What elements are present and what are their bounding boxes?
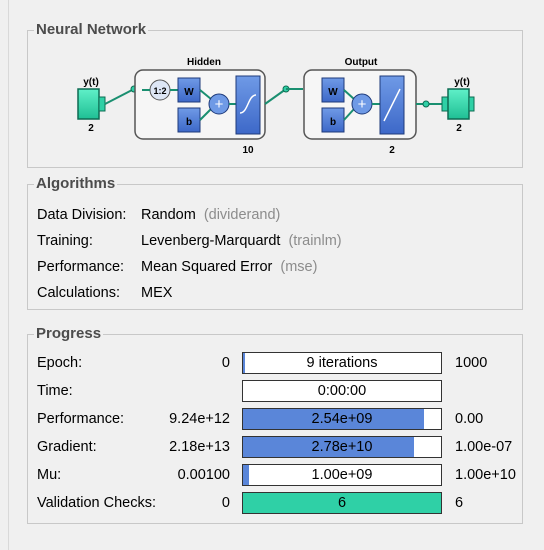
progress-value: 2.78e+10	[311, 439, 373, 455]
progress-label: Mu:	[37, 467, 62, 483]
algo-value: Mean Squared Error(mse)	[141, 259, 318, 275]
progress-row-performance: Performance: 9.24e+12 2.54e+09 0.00	[28, 408, 522, 432]
progress-max: 0.00	[455, 411, 484, 427]
hidden-tansig-icon	[235, 75, 261, 135]
neural-network-panel: Neural Network y(t) 2 Hidden 1:2 W	[27, 21, 523, 168]
progress-panel: Progress Epoch: 0 9 iterations 1000 Time…	[27, 325, 523, 524]
progress-value: 0:00:00	[317, 383, 367, 399]
algorithms-panel: Algorithms Data Division: Random(divider…	[27, 175, 523, 310]
network-diagram: y(t) 2 Hidden 1:2 W b + 10	[77, 57, 475, 156]
algo-value: Random(dividerand)	[141, 207, 281, 223]
output-node	[441, 88, 475, 120]
progress-value: 9 iterations	[306, 355, 378, 371]
algorithms-title: Algorithms	[34, 175, 118, 192]
progress-min: 9.24e+12	[169, 411, 230, 427]
progress-row-gradient: Gradient: 2.18e+13 2.78e+10 1.00e-07	[28, 436, 522, 460]
algo-value: Levenberg-Marquardt(trainlm)	[141, 233, 342, 249]
progress-fill	[243, 437, 415, 457]
progress-fill	[243, 465, 249, 485]
progress-max: 6	[455, 495, 464, 511]
mu-progress-bar: 1.00e+09	[242, 464, 442, 486]
progress-row-epoch: Epoch: 0 9 iterations 1000	[28, 352, 522, 376]
progress-row-time: Time: 0:00:00	[28, 380, 522, 404]
output-layer-label: Output	[345, 57, 378, 68]
validation-progress-bar: 6	[242, 492, 442, 514]
hidden-neurons: 10	[242, 145, 254, 156]
progress-max: 1.00e-07	[455, 439, 513, 455]
algo-label: Training:	[37, 233, 93, 249]
algo-label: Performance:	[37, 259, 125, 275]
progress-row-validation: Validation Checks: 0 6 6	[28, 492, 522, 516]
output-bias-label: b	[330, 117, 336, 128]
progress-fill	[243, 409, 425, 429]
delay-label: 1:2	[153, 86, 166, 96]
algo-detail: (mse)	[280, 259, 318, 275]
progress-label: Time:	[37, 383, 73, 399]
gradient-progress-bar: 2.78e+10	[242, 436, 442, 458]
progress-min: 0	[221, 495, 230, 511]
progress-row-mu: Mu: 0.00100 1.00e+09 1.00e+10	[28, 464, 522, 488]
progress-label: Performance:	[37, 411, 125, 427]
progress-fill	[243, 353, 245, 373]
output-weight-label: W	[328, 87, 338, 98]
progress-min: 2.18e+13	[169, 439, 230, 455]
neural-network-title: Neural Network	[34, 21, 149, 38]
progress-value: 6	[337, 495, 347, 511]
algo-label: Calculations:	[37, 285, 121, 301]
progress-min: 0.00100	[177, 467, 230, 483]
time-progress-bar: 0:00:00	[242, 380, 442, 402]
hidden-sum-icon: +	[208, 93, 230, 115]
input-label: y(t)	[83, 77, 99, 88]
progress-max: 1000	[455, 355, 488, 371]
progress-value: 1.00e+09	[311, 467, 373, 483]
hidden-bias-label: b	[186, 117, 192, 128]
input-node	[77, 88, 106, 120]
hidden-label: Hidden	[187, 57, 221, 68]
algo-label: Data Division:	[37, 207, 127, 223]
algo-detail: (trainlm)	[288, 233, 342, 249]
performance-progress-bar: 2.54e+09	[242, 408, 442, 430]
output-layer-neurons: 2	[389, 145, 395, 156]
progress-label: Gradient:	[37, 439, 97, 455]
output-purelin-icon	[379, 75, 405, 135]
svg-text:+: +	[358, 96, 367, 113]
hidden-weight-label: W	[184, 87, 194, 98]
progress-label: Validation Checks:	[37, 495, 157, 511]
progress-label: Epoch:	[37, 355, 83, 371]
window-left-edge	[0, 0, 9, 550]
algo-detail: (dividerand)	[203, 207, 281, 223]
progress-title: Progress	[34, 325, 104, 342]
output-size: 2	[456, 123, 462, 134]
output-label: y(t)	[454, 77, 470, 88]
input-size: 2	[88, 123, 94, 134]
progress-fill	[243, 493, 441, 513]
output-sum-icon: +	[351, 93, 373, 115]
delay-icon: 1:2	[149, 79, 171, 101]
algo-value: MEX	[141, 285, 173, 301]
epoch-progress-bar: 9 iterations	[242, 352, 442, 374]
progress-min: 0	[221, 355, 230, 371]
svg-text:+: +	[215, 96, 224, 113]
progress-value: 2.54e+09	[311, 411, 373, 427]
progress-max: 1.00e+10	[455, 467, 516, 483]
